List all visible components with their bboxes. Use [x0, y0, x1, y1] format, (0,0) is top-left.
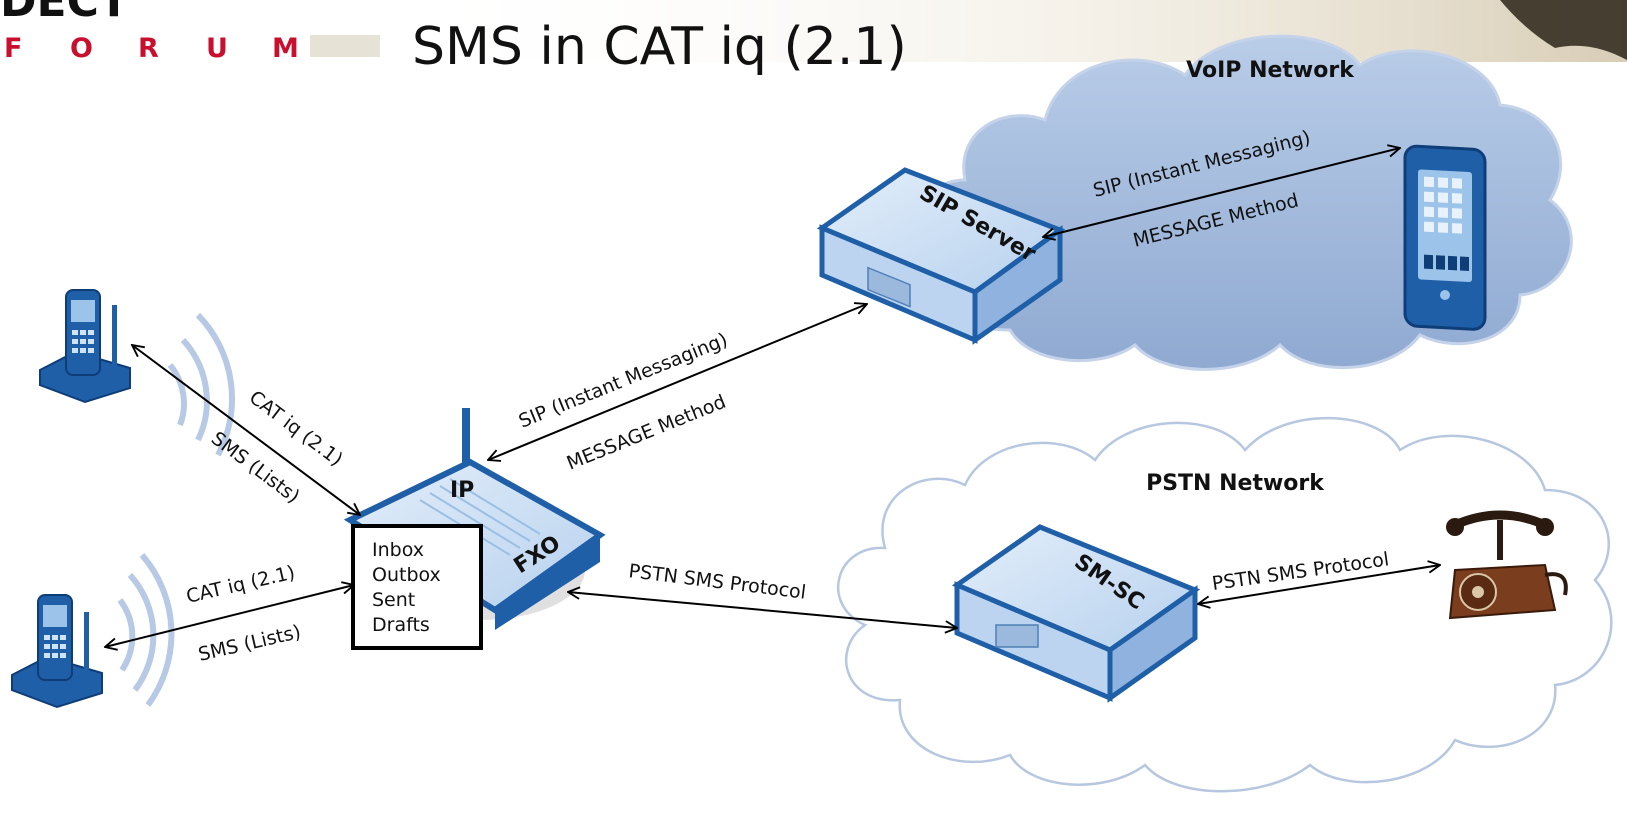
page-title: SMS in CAT iq (2.1)	[412, 17, 907, 77]
logo-dect-text: DECT	[0, 0, 129, 27]
logo-letter-f: F	[4, 33, 22, 64]
connection-arrows	[105, 148, 1440, 647]
link-label-handset1-bottom: SMS (Lists)	[207, 427, 304, 507]
smsc-device: SM-SC	[951, 524, 1201, 703]
dect-handset-icon	[39, 289, 131, 404]
mailbox-frame	[351, 524, 483, 650]
mailbox-item: Drafts	[372, 614, 430, 636]
header-corner-image	[1500, 0, 1627, 60]
rotary-phone-icon	[1446, 510, 1568, 620]
arrow-smsc-phone	[1198, 565, 1440, 604]
link-label-handset2-bottom: SMS (Lists)	[196, 621, 303, 666]
logo-letter-o: O	[70, 33, 93, 64]
mailbox-item: Inbox	[372, 539, 424, 561]
radio-waves-2	[117, 553, 175, 707]
mailbox-item: Outbox	[372, 564, 441, 586]
link-label-handset2-top: CAT iq (2.1)	[184, 561, 297, 607]
arrow-router-smsc	[568, 592, 957, 628]
logo-bar	[310, 35, 380, 57]
arrow-router-sip	[488, 304, 867, 460]
smartphone-icon	[1403, 144, 1487, 331]
pstn-network-label: PSTN Network	[1146, 471, 1325, 496]
logo-letter-u: U	[206, 33, 228, 64]
arrow-handset1	[132, 345, 360, 515]
logo-letter-r: R	[138, 33, 159, 64]
link-label-router-smsc: PSTN SMS Protocol	[627, 560, 807, 604]
mailbox-list: Inbox Outbox Sent Drafts	[351, 524, 483, 650]
logo-letter-m: M	[272, 33, 299, 64]
dect-handset-icon	[11, 594, 103, 709]
router-ip-label: IP	[450, 478, 474, 503]
router-antenna	[462, 408, 470, 480]
arrow-handset2	[105, 585, 354, 647]
voip-network-label: VoIP Network	[1186, 58, 1355, 83]
mailbox-item: Sent	[372, 589, 415, 611]
arrow-sip-phone	[1043, 148, 1400, 237]
logo-forum: F O R U M	[4, 33, 299, 64]
